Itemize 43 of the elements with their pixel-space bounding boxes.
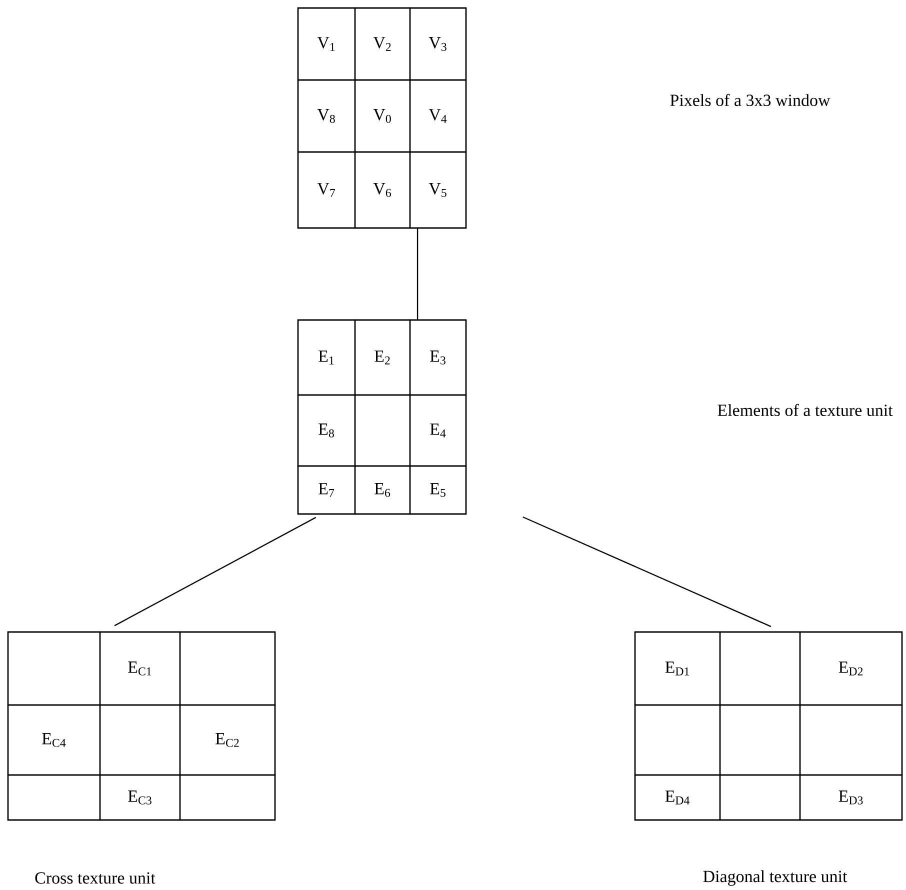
grid-cell: E$_{3}$: [409, 319, 467, 396]
connector-line: [416, 228, 418, 320]
connector-line: [114, 516, 316, 626]
grid-cell: V$_{5}$: [409, 151, 467, 229]
grid-cell: V$_{8}$: [297, 79, 356, 153]
grid-cell: V$_{7}$: [297, 151, 356, 229]
grid-cell: E$_{D4}$: [634, 774, 721, 821]
grid-cell: E$_{1}$: [297, 319, 356, 396]
grid-cell: [799, 704, 903, 776]
grid-cell: E$_{4}$: [409, 394, 467, 467]
grid-cell: E$_{2}$: [354, 319, 411, 396]
grid-cell: E$_{D2}$: [799, 631, 903, 706]
grid-cell: V$_{4}$: [409, 79, 467, 153]
grid-cell: E$_{D3}$: [799, 774, 903, 821]
grid-caption: Diagonal texture unit: [703, 870, 848, 886]
grid-cell: E$_{D1}$: [634, 631, 721, 706]
grid-cell: E$_{C4}$: [7, 704, 101, 776]
grid-cell: [719, 704, 801, 776]
grid-cell: E$_{6}$: [354, 465, 411, 515]
connector-line: [522, 516, 772, 628]
grid-cell: [179, 774, 276, 821]
grid-caption: Elements of a texture unit: [718, 404, 893, 416]
grid-cell: E$_{8}$: [297, 394, 356, 467]
grid-caption: Cross texture unit: [35, 872, 156, 884]
grid-cell: [354, 394, 411, 467]
grid-cell: [634, 704, 721, 776]
grid-caption: Pixels of a 3x3 window: [670, 94, 830, 106]
grid-cell: [99, 704, 181, 776]
grid-cell: E$_{C3}$: [99, 774, 181, 821]
grid-cell: [719, 774, 801, 821]
grid-cell: E$_{C2}$: [179, 704, 276, 776]
grid-cell: [7, 774, 101, 821]
grid-cell: [179, 631, 276, 706]
grid-cell: E$_{5}$: [409, 465, 467, 515]
grid-cell: V$_{2}$: [354, 7, 411, 81]
grid-cell: [719, 631, 801, 706]
grid-cell: V$_{6}$: [354, 151, 411, 229]
grid-cell: E$_{C1}$: [99, 631, 181, 706]
grid-cell: V$_{3}$: [409, 7, 467, 81]
grid-cell: V$_{1}$: [297, 7, 356, 81]
grid-cell: [7, 631, 101, 706]
grid-cell: E$_{7}$: [297, 465, 356, 515]
grid-cell: V$_{0}$: [354, 79, 411, 153]
